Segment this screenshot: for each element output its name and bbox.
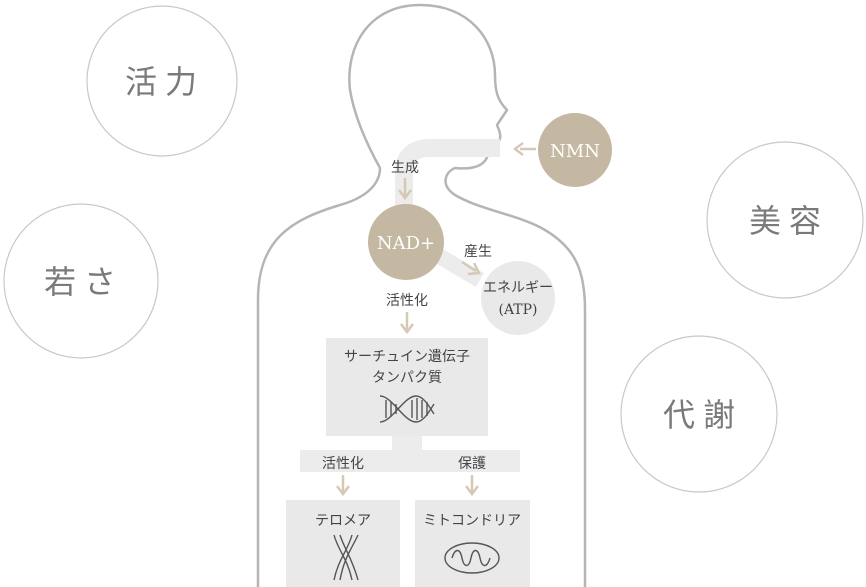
nmn-node: NMN [538, 113, 612, 187]
arrow-produce [461, 260, 481, 276]
dna-icon [379, 395, 435, 423]
benefit-beauty-label: 美容 [749, 202, 829, 240]
mitochondria-icon [444, 542, 500, 574]
telomere-box: テロメア [286, 500, 400, 587]
protect-label: 保護 [458, 456, 486, 472]
benefit-youth: 若さ [3, 203, 159, 359]
arrow-generate [398, 178, 412, 201]
branch-stem [392, 436, 422, 456]
benefit-metabolism: 代謝 [620, 335, 778, 493]
sirtuin-label: サーチュイン遺伝子 [344, 349, 470, 365]
benefit-vitality: 活力 [86, 5, 238, 157]
sirtuin-sub-label: タンパク質 [372, 370, 442, 386]
energy-node: エネルギー (ATP) [481, 261, 555, 335]
generate-label: 生成 [391, 160, 419, 176]
produce-label: 産生 [464, 244, 492, 260]
benefit-beauty: 美容 [706, 141, 864, 299]
telomere-label: テロメア [315, 513, 371, 529]
arrow-activate-2 [336, 475, 350, 497]
activate-label-1: 活性化 [386, 293, 428, 309]
mitochondria-label: ミトコンドリア [423, 513, 521, 529]
arrow-activate-1 [400, 312, 414, 335]
sirtuin-box: サーチュイン遺伝子 タンパク質 [326, 338, 488, 436]
benefit-vitality-label: 活力 [125, 63, 205, 101]
mitochondria-box: ミトコンドリア [415, 500, 530, 587]
benefit-youth-label: 若さ [44, 263, 124, 301]
nad-label: NAD+ [377, 233, 435, 254]
energy-label: エネルギー [483, 280, 553, 296]
activate-label-2: 活性化 [322, 456, 364, 472]
nad-node: NAD+ [368, 204, 444, 280]
arrow-nmn-in [512, 142, 536, 156]
nmn-pathway [395, 139, 500, 210]
nmn-label: NMN [550, 141, 600, 162]
arrow-protect [465, 475, 479, 497]
benefit-metabolism-label: 代謝 [663, 396, 743, 434]
human-silhouette [256, 3, 587, 587]
energy-sub-label: (ATP) [498, 302, 537, 318]
branch-pathway [300, 450, 520, 472]
chromosome-icon [333, 534, 359, 581]
